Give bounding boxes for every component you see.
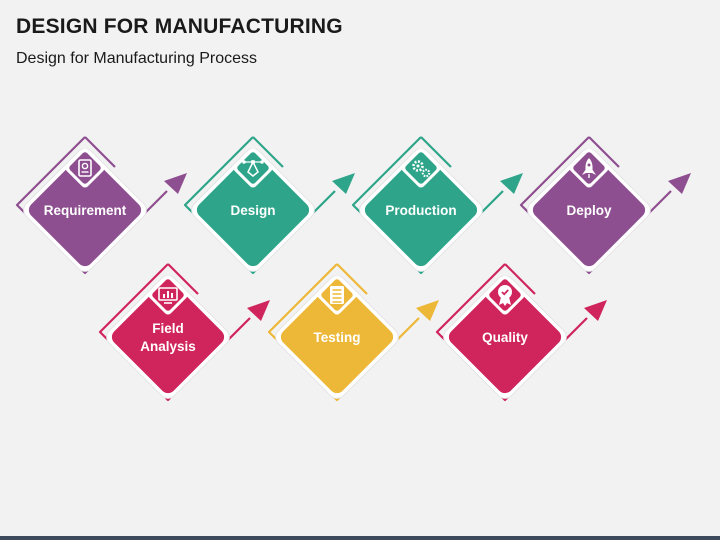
- step-outline-top: [167, 263, 199, 295]
- arrow-head: [500, 173, 523, 194]
- step-label: Design: [230, 203, 275, 218]
- step-outline-top: [420, 136, 452, 168]
- arrow-head: [247, 300, 270, 321]
- step-requirement: Requirement: [15, 136, 187, 275]
- arrow-head: [668, 173, 691, 194]
- gears-icon: [412, 160, 431, 178]
- award-badge-icon: [498, 285, 512, 306]
- arrow-head: [332, 173, 355, 194]
- step-diamond: [364, 153, 478, 267]
- step-diamond: [111, 280, 225, 394]
- step-diamond: [196, 153, 310, 267]
- step-production: Production: [351, 136, 523, 275]
- step-outline-top: [84, 136, 116, 168]
- step-label: Requirement: [44, 203, 127, 218]
- step-outline-top: [252, 136, 284, 168]
- step-quality: Quality: [435, 263, 607, 402]
- step-label: Quality: [482, 330, 528, 345]
- step-design: Design: [183, 136, 355, 275]
- step-diamond: [280, 280, 394, 394]
- document-gear-icon: [78, 159, 92, 177]
- step-deploy: Deploy: [519, 136, 691, 275]
- step-diamond: [28, 153, 142, 267]
- vector-pen-icon: [242, 160, 264, 177]
- rocket-icon: [582, 158, 596, 178]
- monitor-chart-icon: [158, 287, 178, 304]
- step-label: Deploy: [566, 203, 612, 218]
- page-subtitle: Design for Manufacturing Process: [16, 50, 257, 67]
- step-label: Production: [385, 203, 456, 218]
- page-title: DESIGN FOR MANUFACTURING: [16, 15, 343, 38]
- step-outline-top: [504, 263, 536, 295]
- step-diamond: [532, 153, 646, 267]
- arrow-head: [416, 300, 439, 321]
- checklist-icon: [330, 286, 344, 304]
- step-testing: Testing: [267, 263, 439, 402]
- step-label: Testing: [314, 330, 361, 345]
- arrow-head: [584, 300, 607, 321]
- footer-bar: [0, 536, 720, 540]
- step-outline-top: [336, 263, 368, 295]
- arrow-head: [164, 173, 187, 194]
- step-outline-top: [588, 136, 620, 168]
- step-diamond: [448, 280, 562, 394]
